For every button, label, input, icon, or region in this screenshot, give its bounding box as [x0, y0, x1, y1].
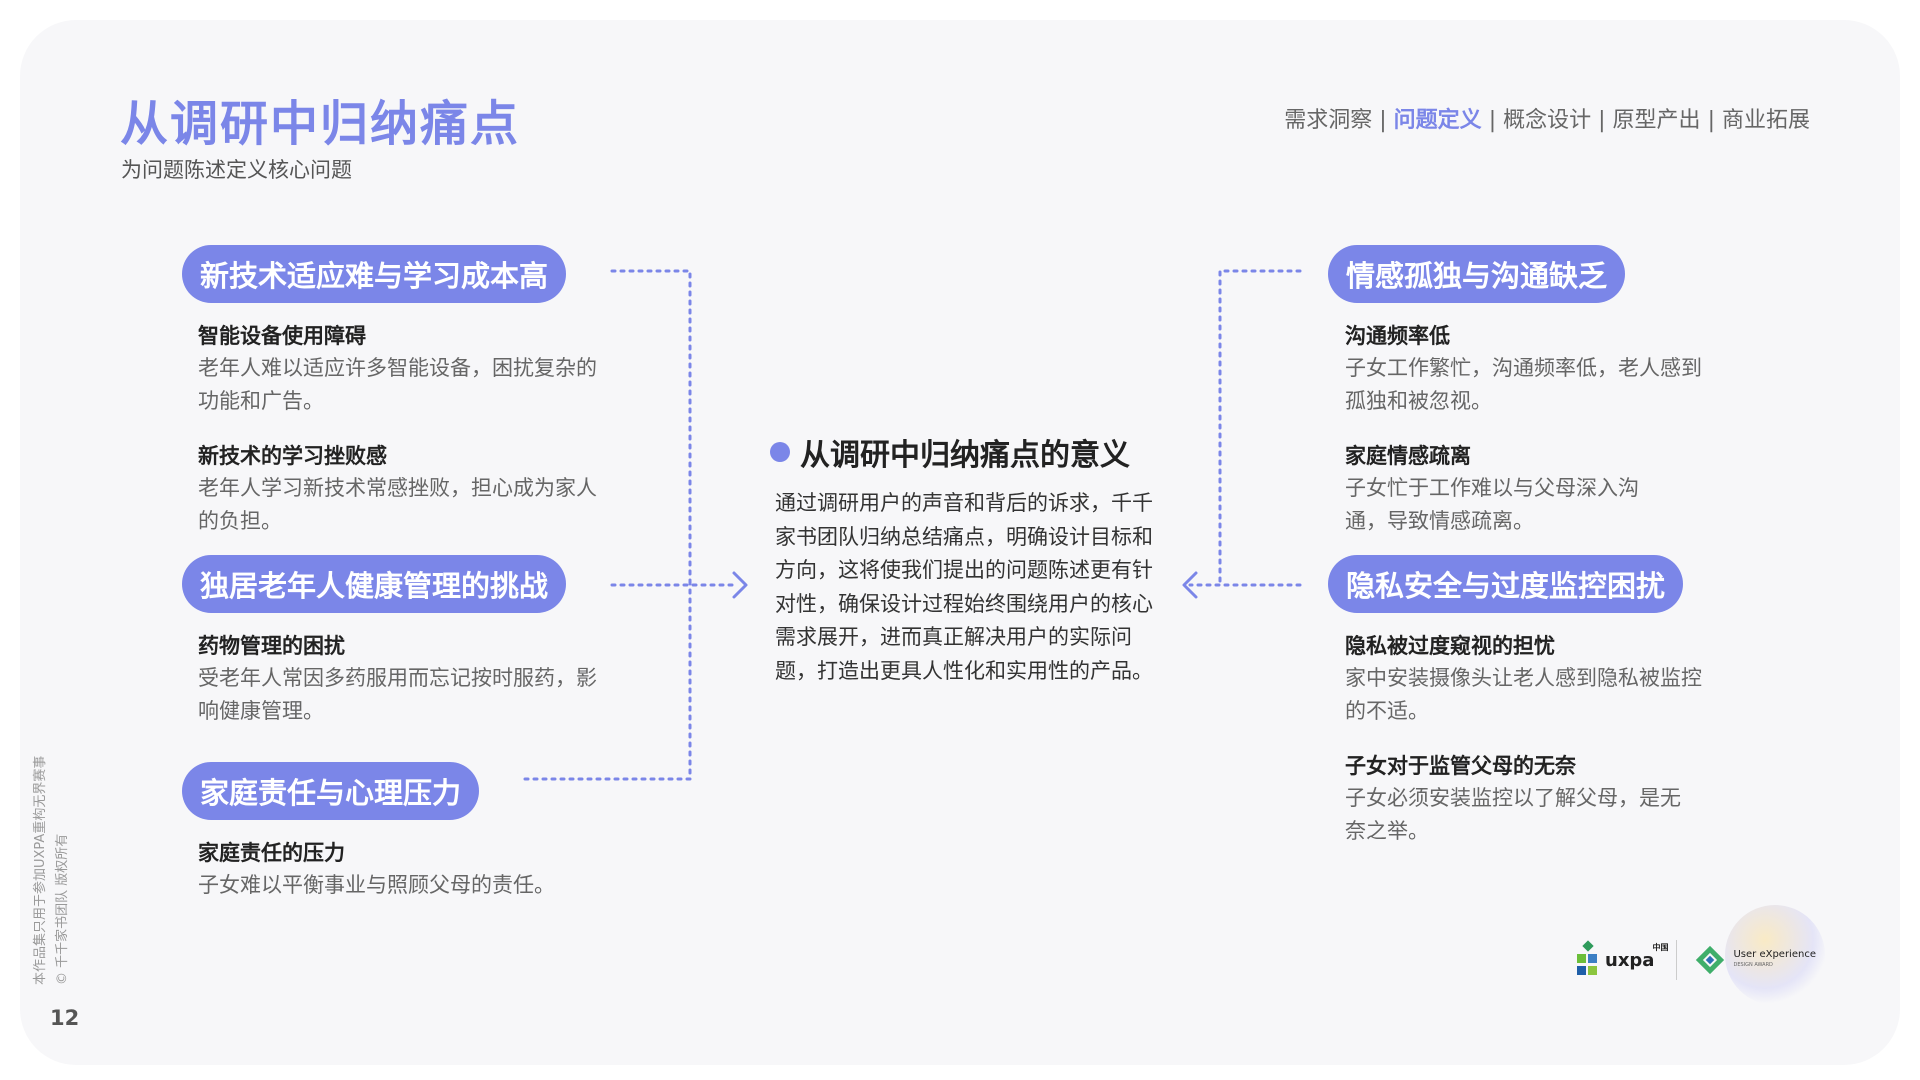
pain-point-pill-family: 家庭责任与心理压力 [182, 762, 480, 820]
copyright-line-1: 本作品集只用于参加UXPA重构无界赛事 [33, 755, 48, 985]
item-body: 子女忙于工作难以与父母深入沟通，导致情感疏离。 [1345, 476, 1639, 533]
bullet-dot-icon [770, 442, 790, 462]
pain-point-pill-health: 独居老年人健康管理的挑战 [182, 555, 567, 613]
pain-point-pill-privacy: 隐私安全与过度监控困扰 [1328, 555, 1684, 613]
center-heading: 从调研中归纳痛点的意义 [770, 430, 1130, 474]
page-number: 12 [50, 1006, 80, 1030]
item-heading: 家庭责任的压力 [198, 841, 345, 865]
nav-item-business[interactable]: 商业拓展 [1721, 108, 1810, 133]
nav-item-insight[interactable]: 需求洞察 [1284, 108, 1373, 133]
item-body: 老年人难以适应许多智能设备，困扰复杂的功能和广告。 [198, 356, 597, 413]
item-heading: 新技术的学习挫败感 [198, 444, 387, 468]
nav-item-concept[interactable]: 概念设计 [1503, 108, 1592, 133]
item-body: 子女必须安装监控以了解父母，是无奈之举。 [1345, 786, 1681, 843]
item-heading: 药物管理的困扰 [198, 634, 345, 658]
award-title: User eXperience [1733, 949, 1816, 960]
copyright-line-2: © 千千家书团队 版权所有 [55, 833, 70, 985]
item-body: 家中安装摄像头让老人感到隐私被监控的不适。 [1345, 666, 1702, 723]
item-body: 受老年人常因多药服用而忘记按时服药，影响健康管理。 [198, 666, 597, 723]
list-item: 智能设备使用障碍 老年人难以适应许多智能设备，困扰复杂的功能和广告。 [198, 320, 618, 418]
item-heading: 沟通频率低 [1345, 324, 1450, 348]
uxpa-wordmark-text: uxpa [1605, 949, 1655, 971]
item-heading: 智能设备使用障碍 [198, 324, 366, 348]
logo-divider [1676, 940, 1678, 980]
pain-point-group-health: 药物管理的困扰 受老年人常因多药服用而忘记按时服药，影响健康管理。 [198, 630, 618, 750]
page-subtitle: 为问题陈述定义核心问题 [121, 158, 352, 182]
item-heading: 隐私被过度窥视的担忧 [1345, 634, 1555, 658]
pain-point-group-privacy: 隐私被过度窥视的担忧 家中安装摄像头让老人感到隐私被监控的不适。 子女对于监管父… [1345, 630, 1765, 870]
ux-award-logo: User eXperience DESIGN AWARD [1693, 943, 1816, 977]
list-item: 药物管理的困扰 受老年人常因多药服用而忘记按时服药，影响健康管理。 [198, 630, 618, 728]
uxpa-mark-icon [1577, 940, 1597, 975]
list-item: 新技术的学习挫败感 老年人学习新技术常感挫败，担心成为家人的负担。 [198, 440, 618, 538]
item-body: 子女工作繁忙，沟通频率低，老人感到孤独和被忽视。 [1345, 356, 1702, 413]
page-title: 从调研中归纳痛点 [120, 96, 521, 152]
list-item: 子女对于监管父母的无奈 子女必须安装监控以了解父母，是无奈之举。 [1345, 750, 1765, 848]
pain-point-pill-emotion: 情感孤独与沟通缺乏 [1328, 245, 1626, 303]
process-nav: 需求洞察|问题定义|概念设计|原型产出|商业拓展 [1284, 102, 1810, 134]
nav-separator: | [1598, 108, 1606, 133]
decorative-glow [1725, 905, 1825, 1005]
list-item: 家庭责任的压力 子女难以平衡事业与照顾父母的责任。 [198, 837, 618, 902]
center-body: 通过调研用户的声音和背后的诉求，千千家书团队归纳总结痛点，明确设计目标和方向，这… [775, 491, 1153, 683]
list-item: 沟通频率低 子女工作繁忙，沟通频率低，老人感到孤独和被忽视。 [1345, 320, 1765, 418]
item-heading: 子女对于监管父母的无奈 [1345, 754, 1576, 778]
award-subtitle: DESIGN AWARD [1733, 962, 1773, 968]
uxpa-cn-label: 中国 [1652, 942, 1669, 952]
nav-separator: | [1379, 108, 1387, 133]
pain-point-pill-tech: 新技术适应难与学习成本高 [182, 245, 567, 303]
award-diamond-icon [1696, 945, 1725, 975]
award-text: User eXperience DESIGN AWARD [1733, 950, 1816, 970]
item-heading: 家庭情感疏离 [1345, 444, 1471, 468]
nav-separator: | [1707, 108, 1715, 133]
list-item: 家庭情感疏离 子女忙于工作难以与父母深入沟通，导致情感疏离。 [1345, 440, 1765, 538]
pain-point-group-tech: 智能设备使用障碍 老年人难以适应许多智能设备，困扰复杂的功能和广告。 新技术的学… [198, 320, 618, 560]
item-body: 子女难以平衡事业与照顾父母的责任。 [198, 873, 555, 897]
list-item: 隐私被过度窥视的担忧 家中安装摄像头让老人感到隐私被监控的不适。 [1345, 630, 1765, 728]
nav-item-prototype[interactable]: 原型产出 [1612, 108, 1701, 133]
pain-point-group-emotion: 沟通频率低 子女工作繁忙，沟通频率低，老人感到孤独和被忽视。 家庭情感疏离 子女… [1345, 320, 1765, 560]
item-body: 老年人学习新技术常感挫败，担心成为家人的负担。 [198, 476, 597, 533]
copyright-note: 本作品集只用于参加UXPA重构无界赛事 © 千千家书团队 版权所有 [30, 756, 74, 985]
nav-separator: | [1488, 108, 1497, 133]
center-heading-text: 从调研中归纳痛点的意义 [800, 438, 1130, 473]
nav-item-definition[interactable]: 问题定义 [1393, 108, 1482, 133]
slide-card [20, 20, 1900, 1065]
pain-point-group-family: 家庭责任的压力 子女难以平衡事业与照顾父母的责任。 [198, 837, 618, 924]
